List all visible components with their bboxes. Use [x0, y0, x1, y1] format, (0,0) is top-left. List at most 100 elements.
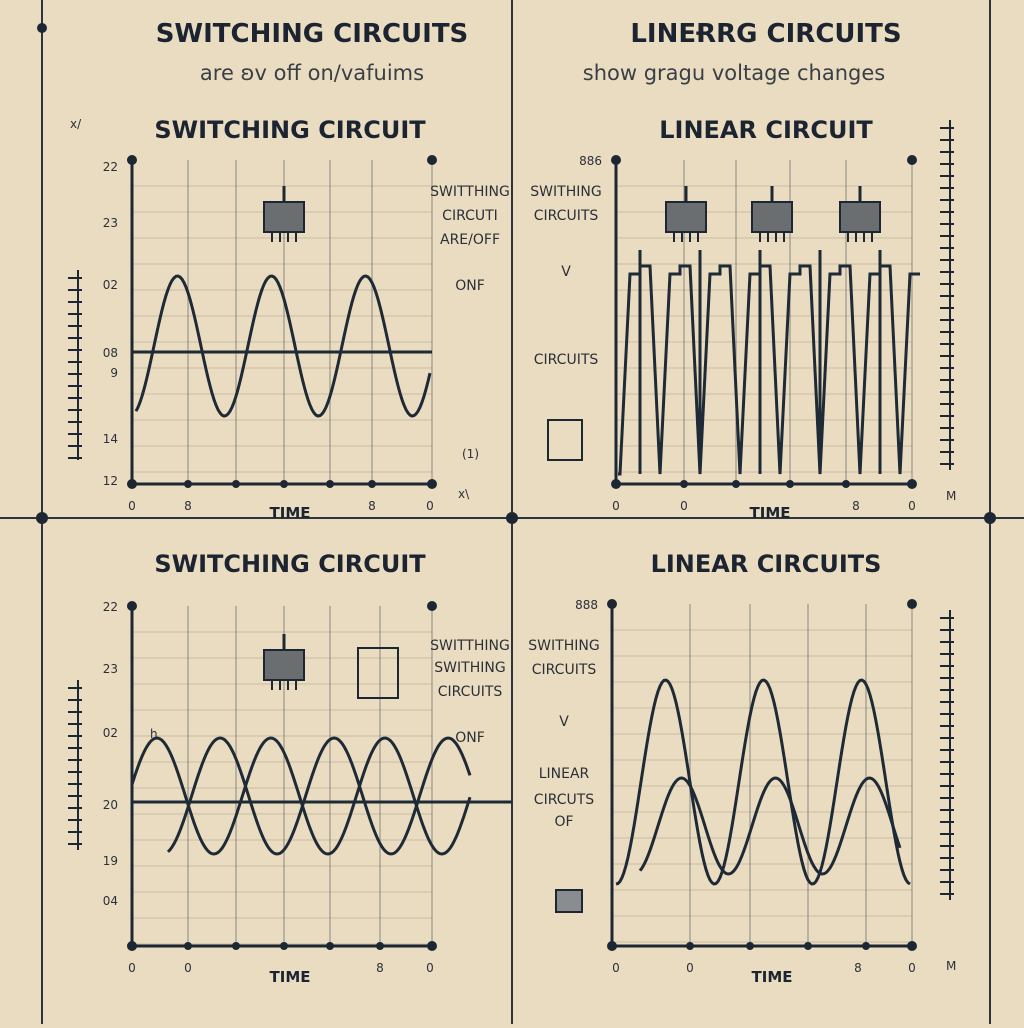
panel1-x-tick-label: 8 — [184, 499, 192, 513]
junction-dot-top-left — [37, 23, 47, 33]
panel3-x-tick-dot — [232, 942, 240, 950]
panel3-x-tick-dot — [184, 942, 192, 950]
panel4-corner-mark: M — [946, 959, 956, 973]
panel4-side-label: SWITHING — [528, 638, 599, 654]
panel2-chip-icon-2-chip-body — [751, 201, 793, 233]
panel1-xlabel: TIME — [270, 504, 311, 522]
panel2-x-tick-dot — [732, 480, 740, 488]
panel3-corner-dot — [427, 601, 437, 611]
panel4-y-tick-label: 888 — [575, 598, 598, 612]
panel1-corner-mark: x/ — [70, 117, 82, 131]
panel3-sine-wave-b — [166, 736, 472, 856]
panel2-x-tick-dot — [786, 480, 794, 488]
header-left-subtitle: are ʚv off on/vafuims — [200, 61, 424, 85]
panel1-side-label: CIRCUTI — [442, 208, 498, 224]
panel1-y-tick-label: 22 — [103, 160, 118, 174]
panel1-corner-mark: (1) — [462, 447, 479, 461]
panel3-y-tick-label: 22 — [103, 600, 118, 614]
panel2-x-tick-label: 0 — [680, 499, 688, 513]
panel2-x-tick-dot — [842, 480, 850, 488]
panel3-side-label: SWITTHING — [430, 638, 510, 654]
panel1-x-tick-dot — [232, 480, 240, 488]
panel1-x-tick-dot — [184, 480, 192, 488]
panel2-side-label: V — [561, 264, 571, 280]
panel2-component-icon — [547, 419, 583, 461]
panel3-side-label: SWITHING — [434, 660, 505, 676]
panel1-y-tick-label: 9 — [110, 366, 118, 380]
panel2-side-label: CIRCUITS — [534, 208, 599, 224]
panel3-x-tick-label: 0 — [184, 961, 192, 975]
panel4-side-label: CIRCUTS — [534, 792, 595, 808]
panel2-side-label: SWITHING — [530, 184, 601, 200]
panel2-pulse-wave — [618, 264, 920, 476]
panel1-corner-dot — [427, 155, 437, 165]
panel4-x-tick-label: 0 — [908, 961, 916, 975]
panel1-title: SWITCHING CIRCUIT — [154, 116, 426, 144]
junction-dot-center — [506, 512, 518, 524]
panel3-y-tick-label: 23 — [103, 662, 118, 676]
header-left-title: SWITCHING CIRCUITS — [156, 19, 469, 49]
panel2-x-tick-label: 8 — [852, 499, 860, 513]
panel3-xlabel: TIME — [270, 968, 311, 986]
panel3-x-tick-dot — [326, 942, 334, 950]
panel4-x-tick-dot — [746, 942, 754, 950]
panel4-wave-inner — [638, 776, 902, 876]
panel1-sine-wave — [134, 274, 432, 418]
header-right-subtitle: show gragu voltage changes — [583, 61, 885, 85]
panel1-corner-dot — [427, 479, 437, 489]
panel1-side-label: ARE/OFF — [440, 232, 500, 248]
panel2-y-tick-label: 886 — [579, 154, 602, 168]
panel3-y-tick-label: 04 — [103, 894, 118, 908]
panel3-y-tick-label: 19 — [103, 854, 118, 868]
panel1-corner-dot — [127, 479, 137, 489]
panel3-x-tick-label: 0 — [128, 961, 136, 975]
panel3-corner-dot — [127, 941, 137, 951]
panel3-corner-mark: h — [150, 727, 158, 741]
panel3-component-icon — [357, 647, 399, 699]
panel2-xlabel: TIME — [750, 504, 791, 522]
panel3-side-label: ONF — [455, 730, 485, 746]
panel1-y-tick-label: 02 — [103, 278, 118, 292]
panel1-y-tick-label: 08 — [103, 346, 118, 360]
panel3-x-tick-dot — [280, 942, 288, 950]
panel4-x-tick-dot — [804, 942, 812, 950]
panel4-side-label: LINEAR — [539, 766, 590, 782]
panel4-x-tick-dot — [686, 942, 694, 950]
junction-dot-left — [36, 512, 48, 524]
panel1-x-tick-label: 0 — [128, 499, 136, 513]
panel1-side-label: ONF — [455, 278, 485, 294]
panel2-corner-dot — [611, 155, 621, 165]
panel1-y-tick-label: 23 — [103, 216, 118, 230]
panel1-x-tick-dot — [280, 480, 288, 488]
panel4-x-tick-dot — [862, 942, 870, 950]
panel2-corner-mark: M — [946, 489, 956, 503]
panel4-wave-outer — [615, 678, 911, 886]
panel1-y-tick-label: 14 — [103, 432, 118, 446]
panel2-chip-icon-1-chip-body — [665, 201, 707, 233]
panel3-x-tick-label: 0 — [426, 961, 434, 975]
panel1-x-tick-label: 8 — [368, 499, 376, 513]
panel2-title: LINEAR CIRCUIT — [659, 116, 873, 144]
header-right-title: LINEɌRG CIRCUITS — [630, 19, 901, 49]
panel3-x-tick-dot — [376, 942, 384, 950]
panel1-chip-icon-chip-body — [263, 201, 305, 233]
panel4-corner-dot — [907, 941, 917, 951]
panel1-y-tick-label: 12 — [103, 474, 118, 488]
panel3-corner-dot — [127, 601, 137, 611]
panel2-corner-dot — [907, 479, 917, 489]
panel1-side-label: SWITTHING — [430, 184, 510, 200]
panel1-x-tick-dot — [326, 480, 334, 488]
panel4-corner-dot — [907, 599, 917, 609]
panel2-x-tick-dot — [680, 480, 688, 488]
panel4-component-icon — [555, 889, 583, 913]
panel2-x-tick-label: 0 — [908, 499, 916, 513]
panel4-corner-dot — [607, 941, 617, 951]
panel1-x-tick-label: 0 — [426, 499, 434, 513]
panel1-x-tick-dot — [368, 480, 376, 488]
panel2-corner-dot — [907, 155, 917, 165]
panel2-chip-icon-3-chip-body — [839, 201, 881, 233]
panel4-side-label: V — [559, 714, 569, 730]
